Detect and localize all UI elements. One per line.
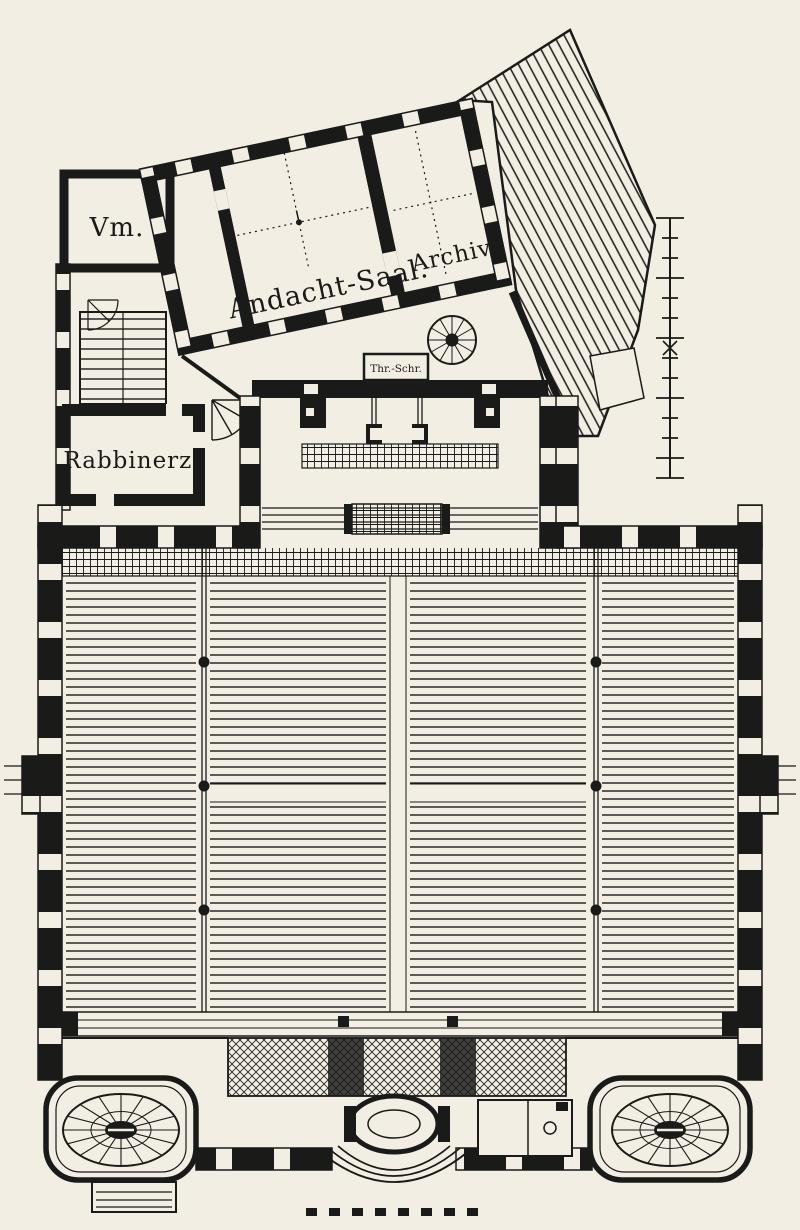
cross-aisle: [210, 784, 386, 802]
fixture-block: [556, 1102, 568, 1111]
mat-end-block: [344, 504, 352, 534]
vestibule-floor: [227, 1037, 567, 1097]
window-gap: [486, 408, 494, 416]
southwest-porch: [91, 1181, 177, 1213]
ark-rails: [371, 398, 423, 424]
west-wall: [37, 504, 63, 1081]
service-rooms: [477, 1099, 573, 1157]
neighbor-notch: [589, 347, 645, 411]
door-gap: [382, 250, 401, 278]
room-label-vm: Vm.: [89, 213, 145, 243]
vestibule: [62, 1037, 738, 1097]
wing-wall-left: [138, 165, 194, 356]
main-hall-walls: [37, 504, 763, 1171]
fixture-circle: [543, 1121, 557, 1135]
north-wall-west: [37, 525, 243, 549]
door-gap: [193, 432, 205, 448]
junction-wall-right: [508, 290, 562, 400]
mat-end-block: [442, 504, 450, 534]
pew-block-left-gallery: [66, 580, 196, 1012]
torah-shrine-box: Thr.-Schr.: [362, 352, 430, 382]
vestibule-pier: [440, 1038, 476, 1096]
window-gap: [306, 408, 314, 416]
oval-staircase: [61, 1092, 181, 1168]
porch-pier: [344, 1106, 356, 1142]
columns: [198, 656, 602, 916]
scale-bar-cross: [662, 340, 678, 356]
ark-bracket-left: [366, 424, 382, 444]
east-link-wall: [555, 395, 579, 549]
ark-structure: Thr.-Schr.: [239, 352, 579, 549]
main-entrance-porch: [306, 1093, 486, 1216]
east-side-entrance: [759, 755, 796, 815]
north-floor-band: [62, 548, 738, 576]
cross-aisle: [410, 784, 586, 802]
neighbor-building-hatch: [456, 28, 657, 438]
scale-bar: [656, 217, 684, 479]
porch-pier: [438, 1106, 450, 1142]
wing-wall-right: [457, 97, 513, 289]
west-side-entrance: [4, 755, 41, 815]
spiral-staircase: [427, 315, 477, 365]
north-wall-east: [557, 525, 763, 549]
room-rabbinerz: Rabbinerz.: [62, 404, 205, 506]
ceiling-dotted-lines: [237, 130, 472, 278]
ark-wall-left: [239, 395, 261, 549]
east-wall: [737, 504, 763, 1081]
straight-staircase: [79, 311, 167, 405]
center-ornament: [295, 210, 302, 226]
room-label-rabbinerz: Rabbinerz.: [63, 448, 200, 474]
main-hall: [61, 548, 739, 1097]
stair-tower-southwest: [43, 1075, 199, 1183]
pew-block-right-gallery: [602, 580, 734, 1012]
door-gap: [213, 188, 230, 211]
ark-bracket-right: [412, 424, 428, 444]
window-gap: [482, 384, 496, 394]
vestibule-pier: [328, 1038, 364, 1096]
small-fan-stair: [87, 299, 119, 331]
annex-west-wall: [55, 263, 71, 511]
bima-mosaic-band: [301, 443, 499, 469]
entrance-steps: [317, 1145, 471, 1183]
window-gap: [304, 384, 318, 394]
door-gap: [166, 404, 182, 416]
left-annex: Rabbinerz.: [55, 263, 253, 511]
south-wall-west: [195, 1147, 333, 1171]
center-aisle-lines: [389, 576, 407, 1012]
door-gap: [96, 494, 114, 506]
bima-center-mat: [351, 503, 443, 535]
oval-staircase: [610, 1092, 730, 1168]
south-step-band: [61, 1011, 739, 1037]
junction-wall-left: [180, 354, 242, 400]
stair-tower-southeast: [587, 1075, 753, 1183]
ark-top-wall: [252, 380, 548, 398]
torah-shrine-label: Thr.-Schr.: [370, 363, 422, 375]
